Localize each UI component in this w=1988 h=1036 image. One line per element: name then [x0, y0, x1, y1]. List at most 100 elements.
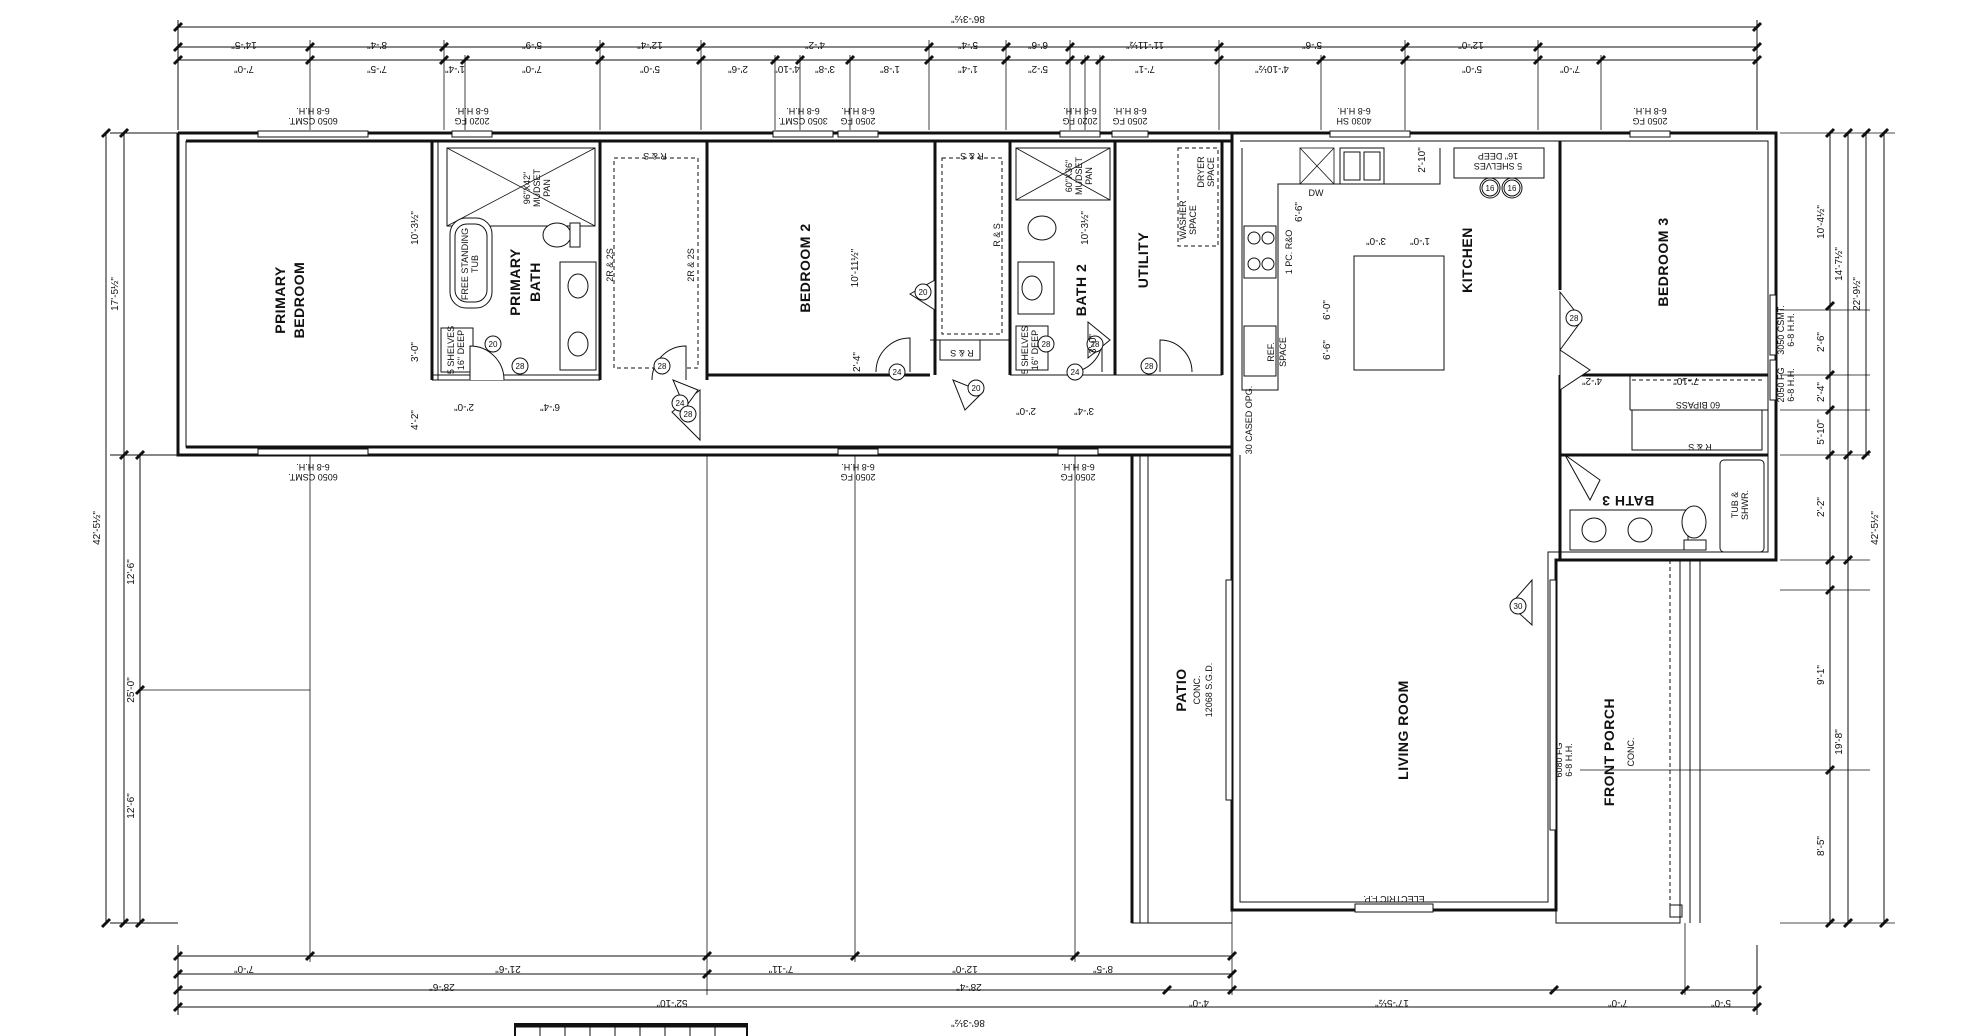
window-label: 6-8 H.H.: [455, 106, 489, 116]
door-tag-circle: [1565, 309, 1583, 327]
front-porch-sub: CONC.: [1626, 738, 1636, 767]
note-dryer-2: SPACE: [1206, 157, 1216, 187]
window-label: 6-8 H.H.: [1786, 313, 1796, 347]
dim-top-row3: 7'-0": [522, 63, 542, 74]
dim-top-row3: 1'-4": [958, 63, 978, 74]
note-dw: DW: [1309, 188, 1324, 198]
dim-top-row2: 12'-0": [1458, 39, 1484, 50]
dim-inner: 10'-3½": [1080, 211, 1091, 245]
door-tag: 28: [1091, 340, 1100, 349]
patio-door: 12068 S.G.D.: [1204, 663, 1214, 718]
note-rs-4: R & S: [992, 223, 1002, 247]
window-label: 6-8 H.H.: [841, 106, 875, 116]
note-shelves3-1: 5 SHELVES: [1474, 161, 1522, 171]
exterior-walls: [176, 131, 1778, 923]
note-rs-3: R & S: [950, 348, 974, 358]
dim-top-row3: 3'-8": [815, 63, 835, 74]
dim-bottom-row3: 17'-5½": [1375, 997, 1409, 1008]
dim-top-row2: 14'-5": [231, 39, 257, 50]
note-rs-2: R & S: [960, 151, 984, 161]
dim-right: 2'-6": [1816, 332, 1827, 352]
dim-inner: 3'-0": [410, 342, 421, 362]
top-dimensions: 86'-3½" 14'-5"8'-4"5'-9"12'-4"4'-2"5'-4"…: [172, 13, 1763, 130]
dim-inner: 3'-4": [1074, 405, 1094, 416]
room-primary-bedroom-2: BEDROOM: [291, 262, 307, 339]
door-tag-circle: [653, 357, 671, 375]
note-rs2-2: 2R & 2S: [686, 248, 696, 282]
door-tag: 20: [489, 340, 498, 349]
dim-bottom-row1: 21'-6": [495, 963, 521, 974]
note-shelves2-2: 16" DEEP: [1030, 330, 1040, 370]
door-tag-circle: [1086, 335, 1104, 353]
dim-right: 9'-1": [1816, 665, 1827, 685]
door-tag: 28: [1570, 314, 1579, 323]
dim-left: 42'-5½": [92, 511, 103, 545]
dim-top-row2: 4'-2": [805, 39, 825, 50]
room-patio: PATIO: [1173, 668, 1189, 711]
door-tag-circle: [1037, 335, 1055, 353]
door-tag: 24: [893, 368, 902, 377]
dim-top-row3: 4'-10½": [1255, 63, 1289, 74]
window-labels: 6050 CSMT.6-8 H.H.6050 CSMT.6-8 H.H.2020…: [288, 106, 1796, 778]
dim-right: 5'-10": [1816, 419, 1827, 445]
note-bipass: 60 BIPASS: [1676, 400, 1720, 410]
door-tag-circle: [967, 379, 985, 397]
door-tag-circle: [679, 405, 697, 423]
dim-top-row3: 7'-5": [367, 63, 387, 74]
dim-bottom-row1: 12'-0": [952, 963, 978, 974]
dim-inner: 2'-4": [852, 352, 863, 372]
dim-top-row3: 5'-0": [640, 63, 660, 74]
room-bedroom-2: BEDROOM 2: [797, 223, 813, 312]
window-label: 3050 CSMT.: [778, 116, 828, 126]
window-label: 6-8 H.H.: [296, 106, 330, 116]
note-range: 1 PC. R&O: [1284, 230, 1294, 275]
dim-bottom-row2: 28'-4": [956, 981, 982, 992]
scale-bar: [514, 1023, 748, 1036]
dim-inner: 2'-10": [1417, 147, 1428, 173]
window-label: 2050 FG: [1776, 367, 1786, 402]
dim-bottom-row1: 7'-0": [234, 963, 254, 974]
door-tag-circle: [1066, 363, 1084, 381]
note-pbath-shower-2: MUDSET: [532, 168, 542, 207]
dim-left: 12'-6": [126, 559, 137, 585]
dim-inner: 4'-2": [1582, 375, 1602, 386]
note-bath2-shower-3: PAN: [1084, 167, 1094, 185]
room-primary-bath-1: PRIMARY: [507, 248, 523, 316]
door-tag-circle: [1509, 597, 1527, 615]
door-tag: 28: [1042, 340, 1051, 349]
dim-inner: 6'-6": [1294, 202, 1305, 222]
dim-top-row3: 4'-10": [774, 63, 800, 74]
dim-right: 10'-4½": [1816, 205, 1827, 239]
dim-right: 42'-5½": [1870, 511, 1881, 545]
window-label: 6-8 H.H.: [841, 462, 875, 472]
dim-top-row3: 5'-0": [1462, 63, 1482, 74]
note-rs-1: R & S: [643, 151, 667, 161]
window-label: 2020 FG: [1062, 116, 1097, 126]
dim-inner: 6'-6": [1322, 340, 1333, 360]
note-rs2-1: 2R & 2S: [605, 248, 615, 282]
room-bath-3: BATH 3: [1602, 493, 1655, 509]
dim-inner: 3'-0": [1366, 235, 1386, 246]
dim-left: 17'-5½": [110, 277, 121, 311]
door-tag: 28: [658, 362, 667, 371]
dim-bottom-row3: 4'-0": [1189, 997, 1209, 1008]
dim-right: 22'-9½": [1852, 277, 1863, 311]
dim-top-row3: 5'-2": [1028, 63, 1048, 74]
note-ref-2: SPACE: [1278, 337, 1288, 367]
door-tag: 16: [1486, 184, 1495, 193]
bottom-dimensions: 7'-0"21'-6"7'-11"12'-0"8'-5"28'-6"28'-4"…: [172, 455, 1763, 1028]
dim-inner: 7'-10": [1673, 375, 1699, 386]
dim-bottom-row3: 52'-10": [656, 997, 687, 1008]
dim-inner: 4'-2": [410, 410, 421, 430]
door-tag: 24: [1071, 368, 1080, 377]
interior-walls: [186, 139, 1768, 560]
room-utility: UTILITY: [1135, 232, 1151, 289]
window-label: 6080 FG: [1554, 742, 1564, 777]
dim-top-row2: 8'-4": [367, 39, 387, 50]
door-tag: 20: [972, 384, 981, 393]
room-primary-bath-2: BATH: [527, 262, 543, 302]
room-living-room: LIVING ROOM: [1395, 680, 1411, 780]
window-label: 6-8 H.H.: [1633, 106, 1667, 116]
right-dimensions: 10'-4½"14'-7½"22'-9½"42'-5½"2'-6"2'-4"5'…: [1580, 127, 1895, 929]
note-ref-1: REF.: [1266, 342, 1276, 362]
